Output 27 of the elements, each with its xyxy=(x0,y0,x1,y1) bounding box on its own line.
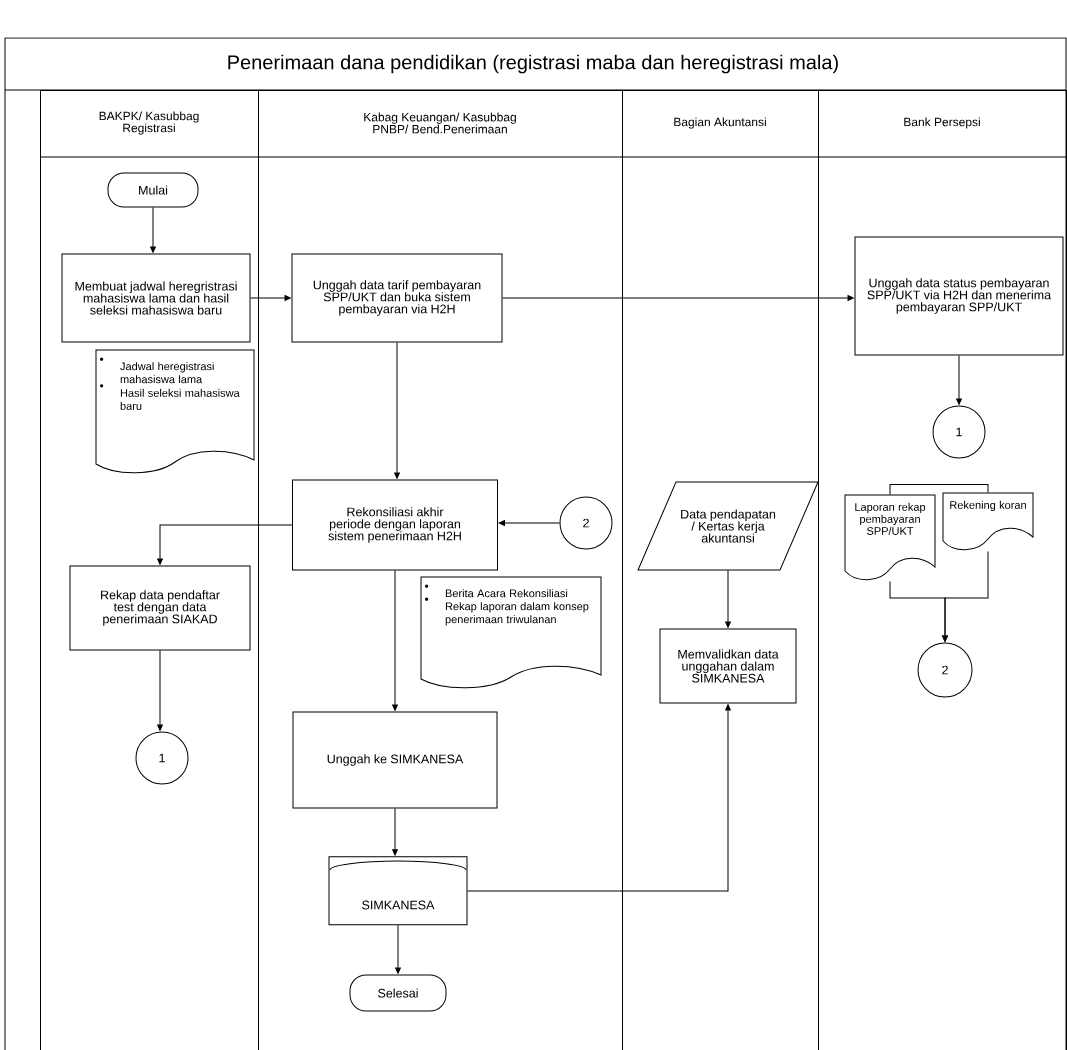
process-box: Memvalidkan data unggahan dalam SIMKANESA xyxy=(659,628,797,704)
process-box: Unggah data status pembayaran SPP/UKT via H2H dan menerima pembayaran SPP/UKT xyxy=(854,236,1064,356)
arrow xyxy=(502,295,854,301)
arrow xyxy=(395,924,401,974)
arrow xyxy=(942,551,989,642)
data-parallelogram: Data pendapatan / Kertas kerja akuntansi xyxy=(637,481,819,571)
arrow xyxy=(157,524,293,565)
arrow xyxy=(392,808,398,856)
arrow xyxy=(250,295,291,301)
process-box: Unggah ke SIMKANESA xyxy=(292,711,498,809)
title: Penerimaan dana pendidikan (registrasi maba dan heregistrasi mala) xyxy=(228,54,838,74)
process-box: Membuat jadwal heregristrasi mahasiswa lama dan hasil seleksi mahasiswa baru xyxy=(61,253,251,343)
arrow xyxy=(725,570,731,628)
process-box: Rekap data pendaftar test dengan data penerimaan SIAKAD xyxy=(69,565,251,651)
arrow xyxy=(498,520,560,526)
arrow xyxy=(956,355,962,405)
process-box: Rekonsiliasi akhir periode dengan laporan sistem penerimaan H2H xyxy=(292,479,498,571)
arrow xyxy=(467,704,731,892)
connector-line xyxy=(889,484,989,495)
process-box: Unggah data tarif pembayaran SPP/UKT dan buka sistem pembayaran via H2H xyxy=(291,253,503,343)
database-cylinder: SIMKANESA xyxy=(328,856,468,926)
terminator: Mulai xyxy=(107,172,199,208)
arrow xyxy=(392,570,398,711)
arrow xyxy=(157,650,163,731)
arrow xyxy=(150,207,156,253)
terminator: Selesai xyxy=(349,974,447,1012)
arrow xyxy=(394,342,400,479)
